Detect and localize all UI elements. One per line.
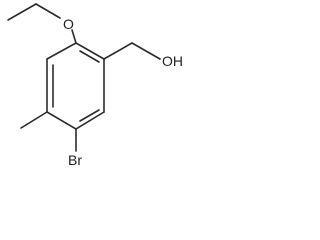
ring-bond-3 bbox=[75, 111, 105, 130]
bond-methyl bbox=[20, 111, 48, 129]
atom-label-hydroxyl: OH bbox=[162, 53, 183, 69]
bond-o-ring bbox=[71, 29, 77, 44]
bond-ethyl-c1-c2 bbox=[7, 3, 37, 21]
ring-bond-6 bbox=[46, 42, 77, 60]
benzene-ring bbox=[46, 42, 105, 130]
ring-double-bond-1 bbox=[79, 50, 100, 63]
bond-ethyl-c2-o bbox=[35, 3, 61, 19]
ethoxy-group bbox=[7, 3, 77, 44]
atom-label-bromine: Br bbox=[68, 152, 82, 168]
atom-label-oxygen: O bbox=[63, 16, 74, 32]
ring-double-bond-3 bbox=[79, 109, 100, 122]
bond-ring-ch2 bbox=[103, 42, 133, 60]
ring-bond-1 bbox=[75, 42, 105, 60]
ring-bond-4 bbox=[46, 111, 77, 130]
chemical-structure-diagram: O OH Br bbox=[7, 3, 183, 168]
hydroxymethyl-group bbox=[103, 42, 161, 60]
bond-ch2-oh bbox=[131, 42, 161, 60]
